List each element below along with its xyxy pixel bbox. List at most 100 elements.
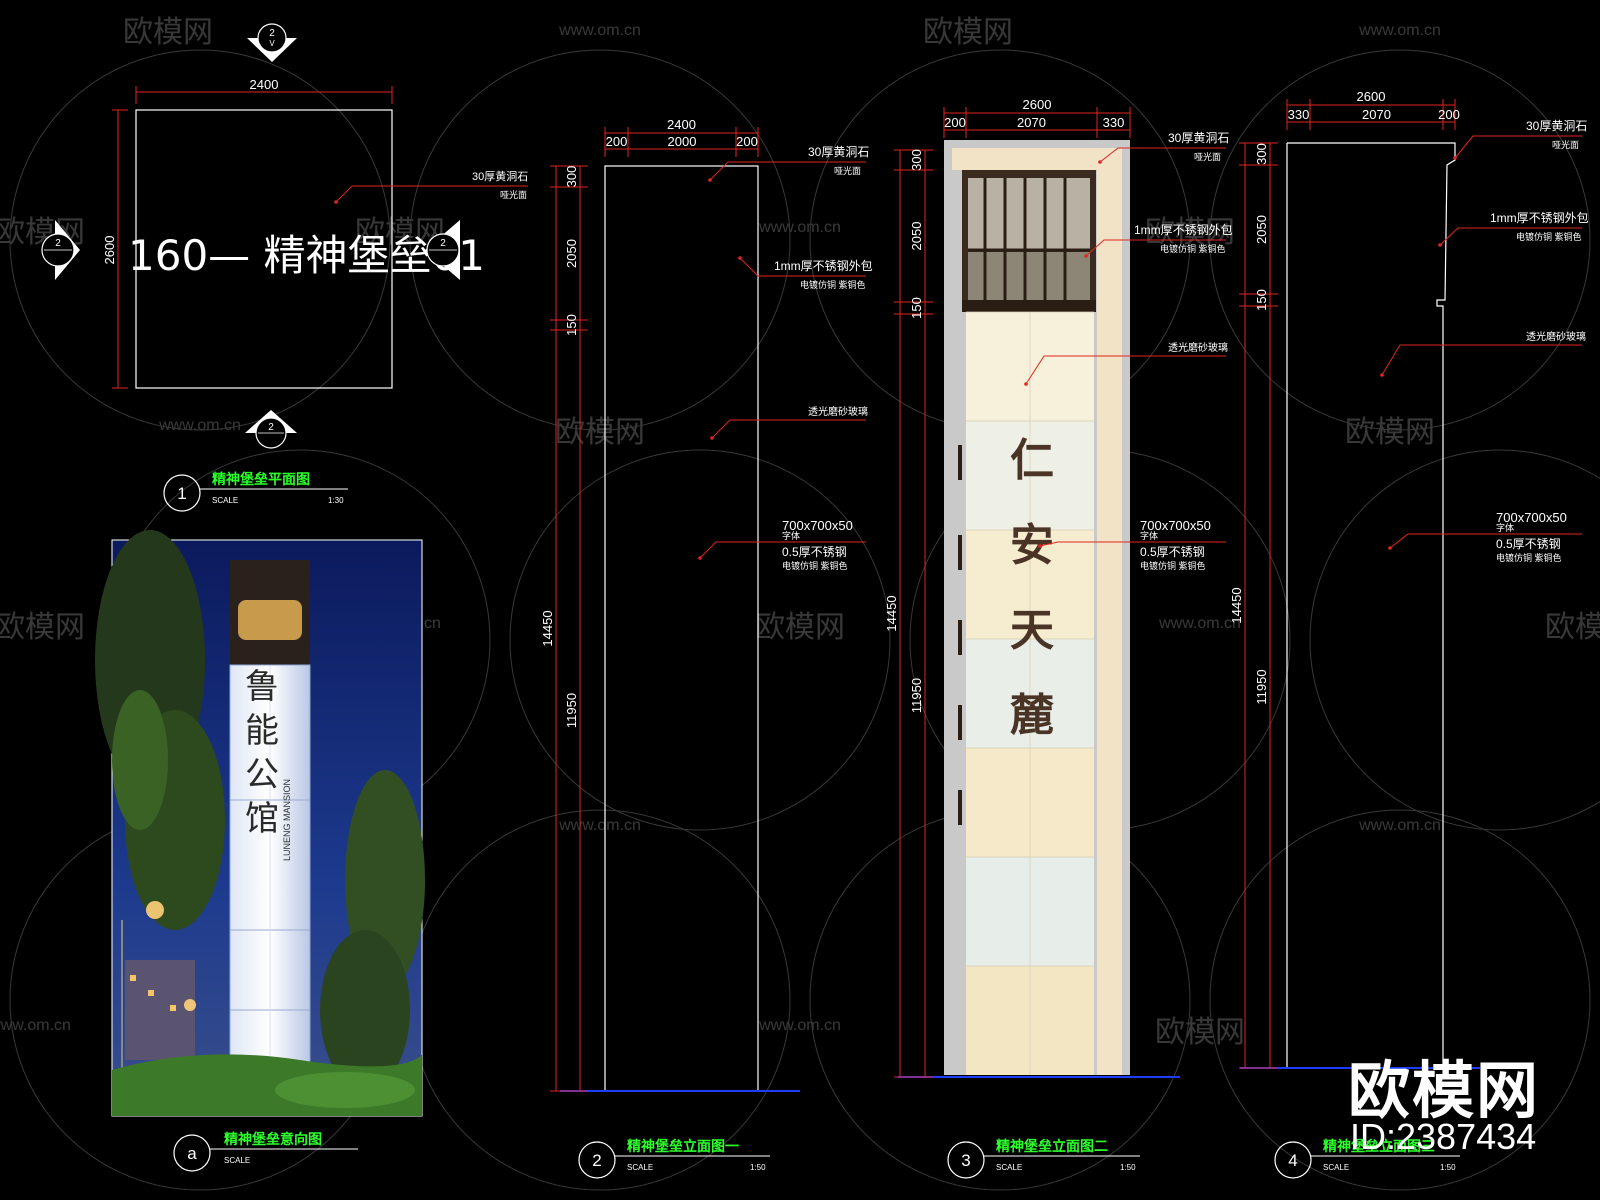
elevation-one-note-text: 电镀仿铜 紫铜色 <box>800 279 866 290</box>
watermark-logo: 欧模网 <box>123 16 213 49</box>
elevation-two-scale-label: SCALE <box>996 1163 1022 1172</box>
elevation-two-left-dim: 150 <box>909 297 924 319</box>
elevation-three-note-text: 30厚黄洞石 <box>1526 119 1587 133</box>
elevation-three-note-leader <box>1389 533 1582 549</box>
plan-top-marker: 2 <box>269 28 275 39</box>
elevation-three-scale: 1:50 <box>1440 1163 1456 1172</box>
watermark-logo: 欧模网 <box>923 16 1013 49</box>
elevation-one-note-text: 哑光面 <box>834 165 861 176</box>
elevation-one-note-dot <box>708 178 712 182</box>
plan-bottom-marker: 2 <box>268 422 274 433</box>
elevation-one-outline <box>604 165 759 1092</box>
elevation-two-note-text: 30厚黄洞石 <box>1168 131 1229 145</box>
elevation-three-total-height: 14450 <box>1229 587 1244 623</box>
brand-logo: 欧模网 <box>1348 1054 1541 1127</box>
elevation-two-glyph: 麓 <box>1010 690 1054 741</box>
elevation-two-title-circle <box>947 1141 985 1179</box>
elevation-two-note-text: 1mm厚不锈钢外包 <box>1134 223 1233 237</box>
elevation-one-note-text: 700x700x50 <box>782 518 853 533</box>
watermark-ring <box>409 49 791 431</box>
elevation-one-left-dim: 2050 <box>564 239 579 268</box>
elevation-two-left-dim: 300 <box>909 149 924 171</box>
elevation-three-top-total: 2600 <box>1357 89 1386 104</box>
elevation-three-note-text: 700x700x50 <box>1496 510 1567 525</box>
watermark-logo: 欧模网 <box>1155 1016 1245 1049</box>
watermark-logo: 欧模网 <box>1345 416 1435 449</box>
plan-scale-label: SCALE <box>212 496 238 505</box>
plan-top-marker-sub: V <box>269 39 275 48</box>
brand-id: ID:2387434 <box>1350 1116 1537 1157</box>
elevation-two-note-text: 0.5厚不锈钢 <box>1140 545 1205 559</box>
elevation-one-total-height: 14450 <box>540 610 555 646</box>
plan-view: 2400 2600 160— 精神堡垒01 2 V 2 2 2 30厚黄洞石 哑… <box>41 23 528 512</box>
watermark-url: www.om.cn <box>758 219 841 236</box>
elevation-three-title-num: 4 <box>1288 1151 1297 1170</box>
elevation-three-left-dim: 300 <box>1254 143 1269 165</box>
elevation-one-title-circle <box>578 1141 616 1179</box>
watermark-url: www.om.cn <box>1358 817 1441 834</box>
elevation-three-outline <box>1286 142 1456 1069</box>
elevation-one-left-dim: 300 <box>564 166 579 188</box>
elevation-three <box>1240 142 1480 1069</box>
photo-scale-label: SCALE <box>224 1156 250 1165</box>
watermark-url: www.om.cn <box>1158 615 1241 632</box>
plan-center-label: 160— 精神堡垒01 <box>128 231 485 280</box>
elevation-one-note-leader <box>709 161 866 181</box>
photo-sign-char: 鲁 <box>245 667 279 707</box>
watermark-ring <box>409 809 791 1191</box>
photo-title: 精神堡垒意向图 <box>224 1131 322 1147</box>
elevation-three-note-text: 透光磨砂玻璃 <box>1526 330 1586 343</box>
elevation-one-scale: 1:50 <box>750 1163 766 1172</box>
elevation-three-note-leader <box>1381 344 1582 376</box>
plan-material-note-2: 哑光面 <box>500 189 527 200</box>
elevation-two-glyph: 仁 <box>1010 435 1054 486</box>
elevation-one-note-leader <box>739 257 866 277</box>
elevation-two-scale: 1:50 <box>1120 1163 1136 1172</box>
photo-sign-char: 公 <box>245 755 279 795</box>
elevation-one-note-dot <box>738 256 742 260</box>
elevation-one-top-part: 200 <box>606 134 628 149</box>
elevation-three-title: 精神堡垒立面图三 <box>1323 1138 1435 1154</box>
watermark-logo: 欧模网 <box>555 416 645 449</box>
watermark-logo: 欧模网 <box>755 611 845 644</box>
elevation-one-note-text: 字体 <box>782 530 800 541</box>
elevation-two-total-height: 14450 <box>884 595 899 631</box>
elevation-two-title: 精神堡垒立面图二 <box>996 1138 1108 1154</box>
elevation-two-title-num: 3 <box>961 1151 970 1170</box>
plan-width-dim: 2400 <box>250 77 279 92</box>
photo-sign-char: 能 <box>245 711 279 751</box>
elevation-two-note-dot <box>1098 160 1102 164</box>
plan-scale: 1:30 <box>328 496 344 505</box>
elevation-two-note-dot <box>1038 544 1042 548</box>
elevation-one-top-part: 200 <box>736 134 758 149</box>
watermark-ring <box>1209 809 1591 1191</box>
elevation-two-note-dot <box>1084 254 1088 258</box>
elevation-one-note-dot <box>698 556 702 560</box>
elevation-two-lower-height: 11950 <box>909 678 924 713</box>
elevation-two-note-text: 字体 <box>1140 530 1158 541</box>
elevation-two-note-leader <box>1099 147 1226 163</box>
elevation-one-note-dot <box>710 436 714 440</box>
elevation-two-note-leader <box>1039 541 1226 547</box>
elevation-two-note-text: 电镀仿铜 紫铜色 <box>1160 243 1226 254</box>
elevation-one-note-leader <box>699 541 866 559</box>
elevation-two-note-dot <box>1024 382 1028 386</box>
elevation-one-note-leader <box>711 419 866 439</box>
plan-right-marker: 2 <box>440 238 446 249</box>
elevation-three-title-circle <box>1274 1141 1312 1179</box>
elevation-one-top-total: 2400 <box>667 117 696 132</box>
elevation-one-left-dim: 150 <box>564 314 579 336</box>
elevation-one-title: 精神堡垒立面图一 <box>627 1138 739 1154</box>
elevation-one <box>560 165 800 1092</box>
elevation-one-note-text: 0.5厚不锈钢 <box>782 545 847 559</box>
plan-height-dim: 2600 <box>102 236 117 265</box>
watermark-url: www.om.cn <box>1358 22 1441 39</box>
watermark-url: www.om.cn <box>158 417 241 434</box>
elevation-two-note-text: 透光磨砂玻璃 <box>1168 341 1228 354</box>
plan-title-num: 1 <box>177 484 186 503</box>
elevation-two-note-leader <box>1025 355 1226 385</box>
elevation-two-note-text: 700x700x50 <box>1140 518 1211 533</box>
